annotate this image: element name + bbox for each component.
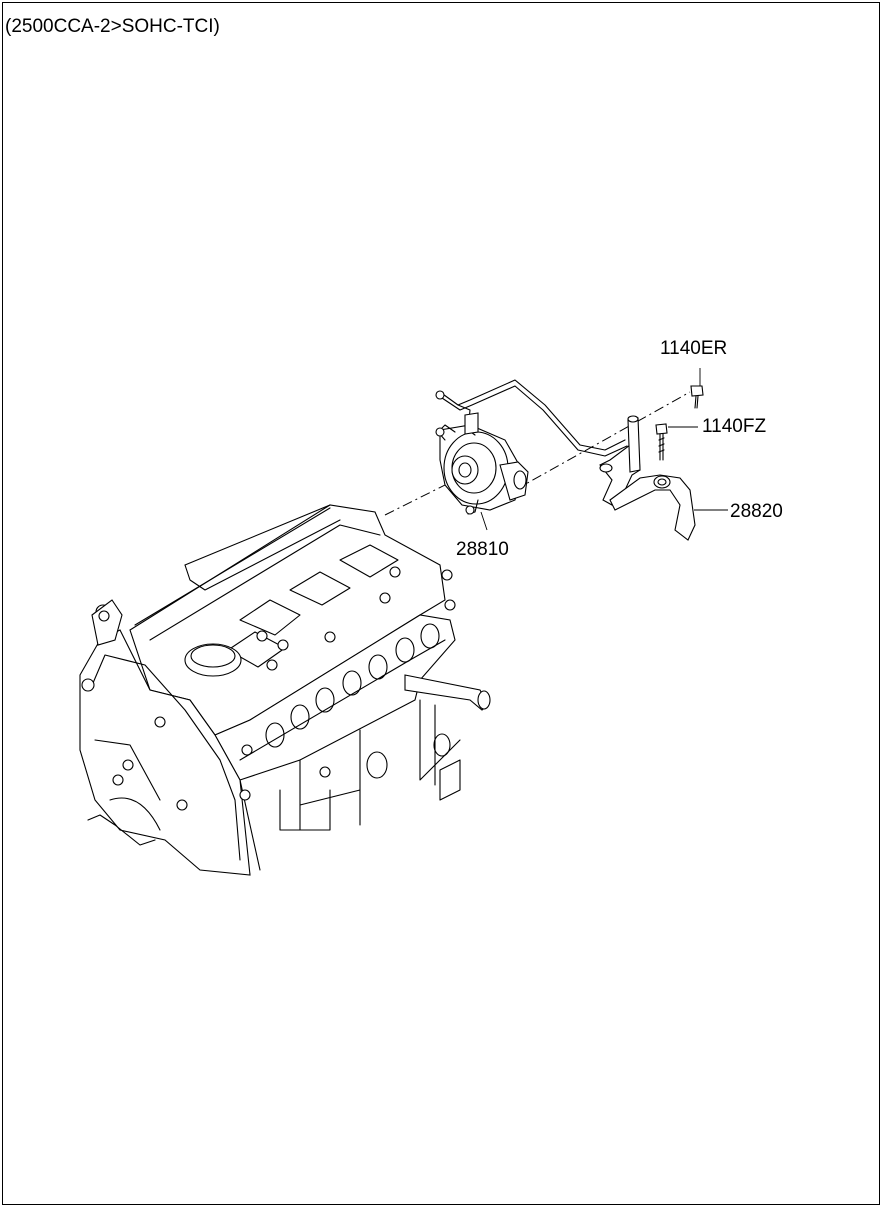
- callout-1140er[interactable]: 1140ER: [660, 338, 727, 359]
- callout-28810[interactable]: 28810: [456, 539, 509, 560]
- bolt-1140fz-illustration: [655, 423, 668, 461]
- leader-28810: [480, 511, 488, 531]
- vacuum-pump-illustration: [435, 424, 529, 515]
- callout-28820[interactable]: 28820: [730, 501, 783, 522]
- callout-1140fz[interactable]: 1140FZ: [702, 416, 766, 437]
- vacuum-hose-illustration: [435, 379, 696, 541]
- engine-block-illustration: [79, 504, 491, 876]
- alignment-line-bolt: [514, 391, 691, 491]
- bolt-1140er-illustration: [690, 385, 704, 409]
- alignment-line-pump: [384, 479, 456, 516]
- engine-variant-title: (2500CCA-2>SOHC-TCI): [5, 16, 220, 37]
